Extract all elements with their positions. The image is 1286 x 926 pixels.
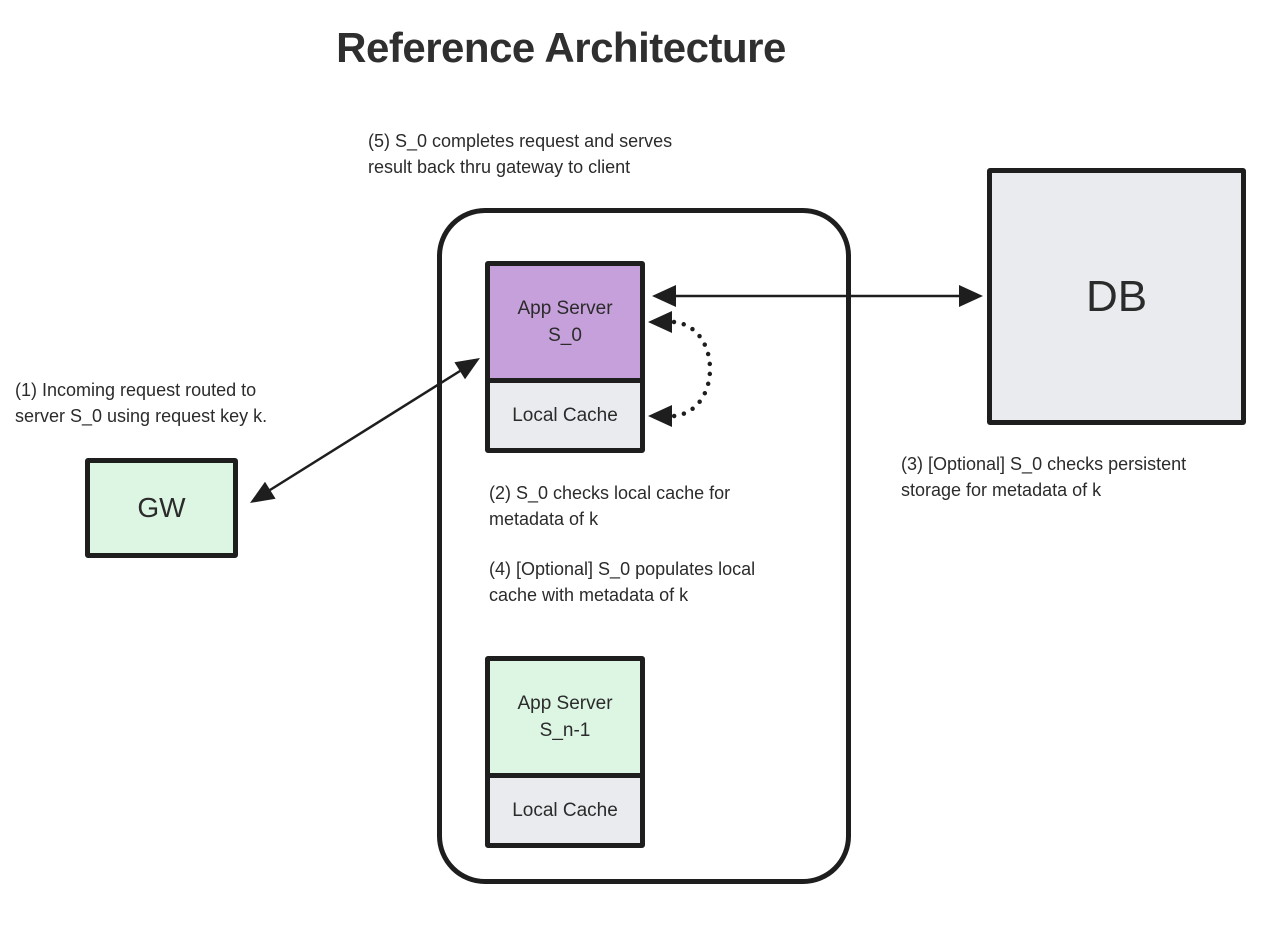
local-cache-s0-node: Local Cache <box>490 378 640 448</box>
annotation-line: (2) S_0 checks local cache for <box>489 483 731 503</box>
annotation-line: cache with metadata of k <box>489 585 689 605</box>
annotation-step-2: (2) S_0 checks local cache for metadata … <box>489 480 730 532</box>
annotation-step-1: (1) Incoming request routed to server S_… <box>15 377 267 429</box>
annotation-step-3: (3) [Optional] S_0 checks persistent sto… <box>901 451 1186 503</box>
annotation-line: (5) S_0 completes request and serves <box>368 131 673 151</box>
diagram-title: Reference Architecture <box>336 24 786 71</box>
annotation-step-5: (5) S_0 completes request and serves res… <box>368 128 672 180</box>
gateway-node: GW <box>85 458 238 558</box>
annotation-line: result back thru gateway to client <box>368 157 631 177</box>
database-node: DB <box>987 168 1246 425</box>
server-s0-stack: App Server S_0 Local Cache <box>485 261 645 453</box>
annotation-line: (4) [Optional] S_0 populates local <box>489 559 756 579</box>
annotation-line: storage for metadata of k <box>901 480 1102 500</box>
app-server-sn1-label-line2: S_n-1 <box>539 720 591 741</box>
local-cache-sn1-node: Local Cache <box>490 773 640 843</box>
annotation-line: (1) Incoming request routed to <box>15 380 257 400</box>
app-server-s0-label-line1: App Server <box>517 298 613 319</box>
annotation-line: metadata of k <box>489 509 599 529</box>
server-sn1-stack: App Server S_n-1 Local Cache <box>485 656 645 848</box>
annotation-line: (3) [Optional] S_0 checks persistent <box>901 454 1187 474</box>
app-server-s0-label-line2: S_0 <box>548 325 582 346</box>
app-server-sn1-node: App Server S_n-1 <box>490 661 640 773</box>
annotation-step-4: (4) [Optional] S_0 populates local cache… <box>489 556 755 608</box>
annotation-line: server S_0 using request key k. <box>15 406 268 426</box>
app-server-sn1-label-line1: App Server <box>517 693 613 714</box>
app-server-s0-node: App Server S_0 <box>490 266 640 378</box>
